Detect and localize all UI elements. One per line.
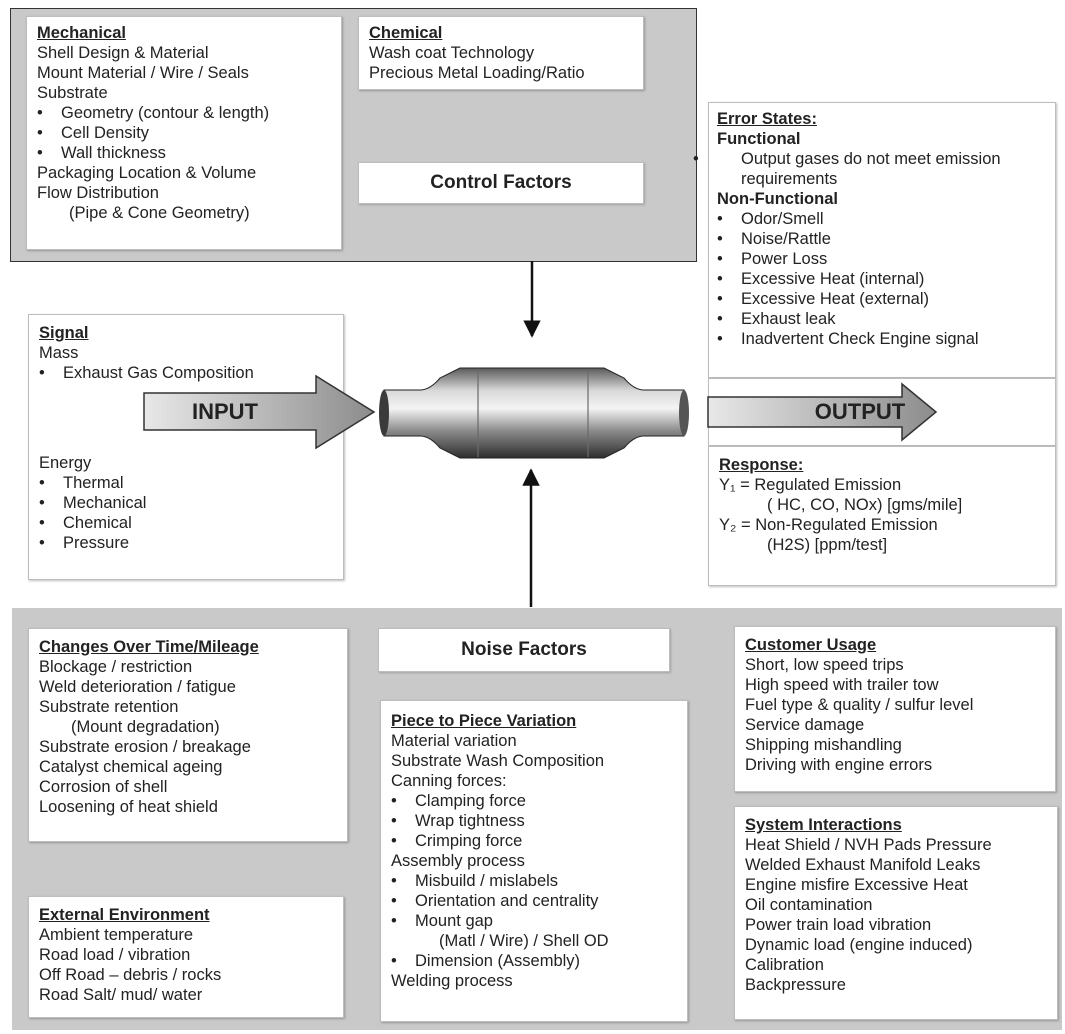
list-item: Off Road – debris / rocks (39, 966, 222, 984)
output-label: OUTPUT (814, 399, 906, 424)
list-item: (Mount degradation) (71, 718, 220, 736)
bullet-item: Chemical (39, 513, 333, 533)
external-environment-box: External Environment Ambient temperature… (28, 896, 344, 1018)
list-item: Heat Shield / NVH Pads Pressure (745, 836, 992, 854)
list-item: Packaging Location & Volume (37, 164, 257, 182)
list-item: Dynamic load (engine induced) (745, 936, 973, 954)
list-item: Welding process (391, 972, 513, 990)
list-item: Y₂ = Non-Regulated Emission (719, 516, 938, 534)
bullet-item: Wrap tightness (391, 811, 677, 831)
bullet-item: Excessive Heat (external) (717, 289, 1047, 309)
list-item: Blockage / restriction (39, 658, 193, 676)
list-item: Backpressure (745, 976, 846, 994)
list-item: Welded Exhaust Manifold Leaks (745, 856, 981, 874)
list-item: Calibration (745, 956, 824, 974)
bullet-item: Geometry (contour & length) (37, 103, 331, 123)
list-item: Road load / vibration (39, 946, 191, 964)
mechanical-box: Mechanical Shell Design & Material Mount… (26, 16, 342, 250)
noise-factors-label: Noise Factors (378, 628, 670, 672)
nonfunctional-heading: Non-Functional (717, 190, 838, 208)
signal-title: Signal (39, 324, 89, 342)
customer-title: Customer Usage (745, 636, 877, 654)
signal-box: Signal Mass Exhaust Gas Composition Ener… (28, 314, 344, 580)
system-interactions-box: System Interactions Heat Shield / NVH Pa… (734, 806, 1058, 1020)
list-item: Substrate (37, 84, 108, 102)
response-title: Response: (719, 456, 804, 474)
list-item: Weld deterioration / fatigue (39, 678, 236, 696)
bullet-item: Clamping force (391, 791, 677, 811)
list-item: Precious Metal Loading/Ratio (369, 64, 585, 82)
list-item: Mount Material / Wire / Seals (37, 64, 249, 82)
error-states-title: Error States: (717, 110, 817, 128)
bullet-item: Noise/Rattle (717, 229, 1047, 249)
list-item: Shell Design & Material (37, 44, 209, 62)
list-item: Flow Distribution (37, 184, 159, 202)
list-item: Shipping mishandling (745, 736, 902, 754)
chemical-title: Chemical (369, 24, 443, 42)
control-factors-label: Control Factors (358, 162, 644, 204)
list-item: Catalyst chemical ageing (39, 758, 223, 776)
list-item: Y₁ = Regulated Emission (719, 476, 902, 494)
list-item: Fuel type & quality / sulfur level (745, 696, 974, 714)
bullet-item: Output gases do not meet emission requir… (717, 149, 1001, 189)
changes-over-time-box: Changes Over Time/Mileage Blockage / res… (28, 628, 348, 842)
list-item: Engine misfire Excessive Heat (745, 876, 968, 894)
list-item: Material variation (391, 732, 517, 750)
list-item: Substrate Wash Composition (391, 752, 605, 770)
external-title: External Environment (39, 906, 210, 924)
list-item: Substrate erosion / breakage (39, 738, 251, 756)
list-item: Ambient temperature (39, 926, 194, 944)
list-item: Wash coat Technology (369, 44, 535, 62)
list-item: Loosening of heat shield (39, 798, 218, 816)
chemical-box: Chemical Wash coat Technology Precious M… (358, 16, 644, 90)
bullet-item: Power Loss (717, 249, 1047, 269)
bullet-item: Mechanical (39, 493, 333, 513)
catalytic-converter-image (379, 367, 689, 459)
bullet-item: Odor/Smell (717, 209, 1047, 229)
response-box: Response: Y₁ = Regulated Emission ( HC, … (708, 446, 1056, 586)
list-item: (Matl / Wire) / Shell OD (439, 932, 609, 950)
piece-variation-box: Piece to Piece Variation Material variat… (380, 700, 688, 1022)
bullet-item: Dimension (Assembly) (391, 951, 677, 971)
customer-usage-box: Customer Usage Short, low speed trips Hi… (734, 626, 1056, 792)
bullet-item: Thermal (39, 473, 333, 493)
list-item: Oil contamination (745, 896, 873, 914)
bullet-item: Cell Density (37, 123, 331, 143)
bullet-item: Inadvertent Check Engine signal (717, 329, 1047, 349)
system-title: System Interactions (745, 816, 902, 834)
functional-heading: Functional (717, 130, 801, 148)
bullet-item: Misbuild / mislabels (391, 871, 677, 891)
changes-title: Changes Over Time/Mileage (39, 638, 259, 656)
list-item: (H2S) [ppm/test] (767, 536, 888, 554)
bullet-item: Crimping force (391, 831, 677, 851)
list-item: Canning forces: (391, 772, 507, 790)
list-item: (Pipe & Cone Geometry) (69, 204, 250, 222)
bullet-item: Mount gap (391, 911, 677, 931)
mechanical-title: Mechanical (37, 24, 126, 42)
list-item: Service damage (745, 716, 865, 734)
bullet-item: Pressure (39, 533, 333, 553)
list-item: Road Salt/ mud/ water (39, 986, 203, 1004)
input-label: INPUT (192, 399, 258, 424)
bullet-item: Exhaust leak (717, 309, 1047, 329)
list-item: Corrosion of shell (39, 778, 168, 796)
error-states-box: Error States: Functional Output gases do… (708, 102, 1056, 378)
list-item: High speed with trailer tow (745, 676, 939, 694)
list-item: Short, low speed trips (745, 656, 904, 674)
list-item: Power train load vibration (745, 916, 932, 934)
bullet-item: Exhaust Gas Composition (39, 363, 333, 383)
bullet-item: Orientation and centrality (391, 891, 677, 911)
bullet-item: Wall thickness (37, 143, 331, 163)
piece-title: Piece to Piece Variation (391, 712, 577, 730)
list-item: Driving with engine errors (745, 756, 933, 774)
bullet-item: Excessive Heat (internal) (717, 269, 1047, 289)
list-item: Assembly process (391, 852, 525, 870)
list-item: ( HC, CO, NOx) [gms/mile] (767, 496, 963, 514)
list-item: Substrate retention (39, 698, 179, 716)
list-item: Energy (39, 454, 92, 472)
list-item: Mass (39, 344, 79, 362)
